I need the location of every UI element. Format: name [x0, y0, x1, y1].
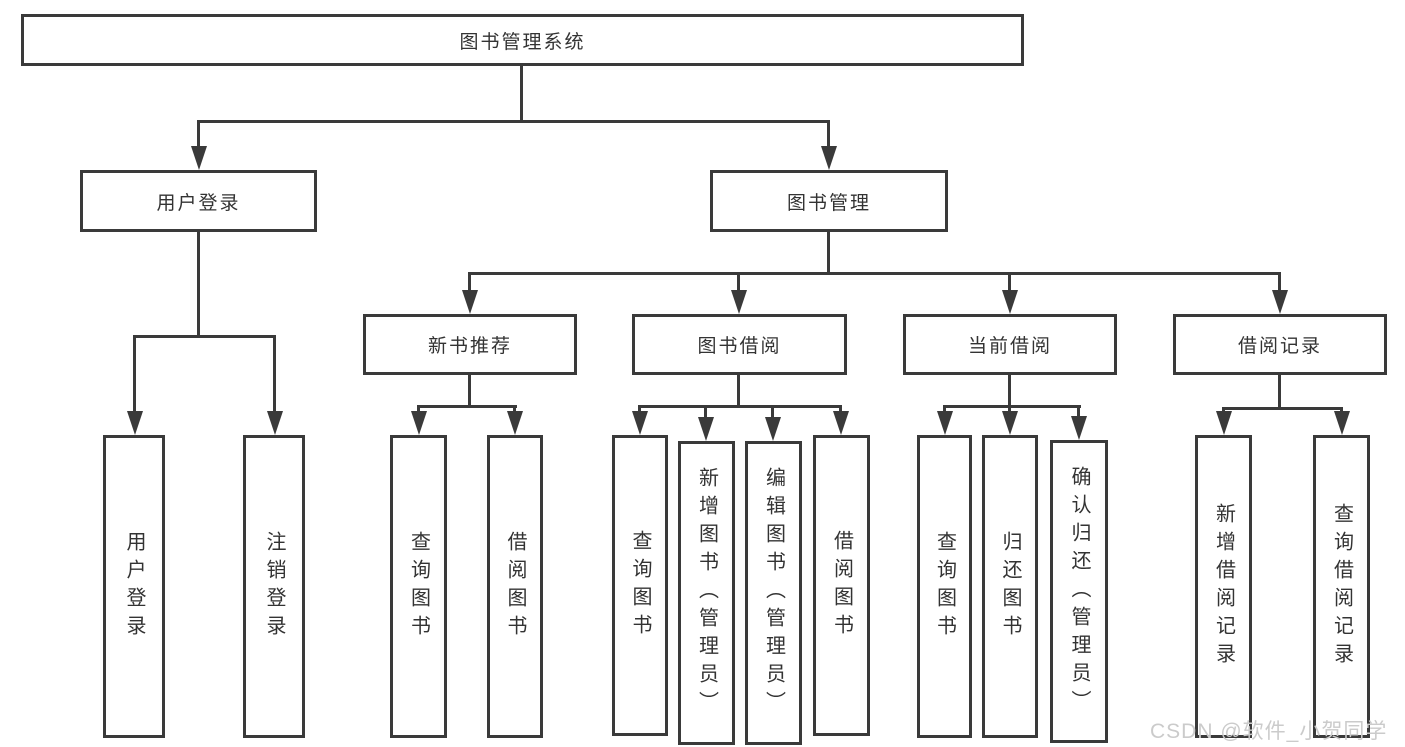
connector-line: [1008, 272, 1011, 292]
node-new-book-recommend: 新书推荐: [363, 314, 577, 375]
connector-line: [273, 335, 276, 413]
connector-line: [1222, 407, 1343, 410]
connector-line: [197, 120, 200, 148]
arrow-down-icon: [1002, 411, 1018, 435]
node-current-borrow: 当前借阅: [903, 314, 1117, 375]
arrow-down-icon: [267, 411, 283, 435]
leaf-records-add-record: 新增借阅记录: [1195, 435, 1252, 738]
connector-line: [827, 232, 830, 274]
connector-line: [513, 405, 516, 413]
node-root-library-system: 图书管理系统: [21, 14, 1024, 66]
connector-line: [704, 405, 707, 417]
connector-line: [1008, 375, 1011, 408]
connector-line: [943, 405, 1081, 408]
connector-line: [1008, 405, 1011, 413]
arrow-down-icon: [731, 290, 747, 314]
leaf-borrow-query-books: 查询图书: [612, 435, 668, 736]
leaf-borrow-add-books-admin: 新增图书（管理员）: [678, 441, 735, 745]
connector-line: [771, 405, 774, 417]
arrow-down-icon: [411, 411, 427, 435]
leaf-records-query-record: 查询借阅记录: [1313, 435, 1370, 738]
leaf-borrow-edit-books-admin: 编辑图书（管理员）: [745, 441, 802, 745]
connector-line: [1278, 272, 1281, 292]
arrow-down-icon: [698, 417, 714, 441]
arrow-down-icon: [632, 411, 648, 435]
connector-line: [417, 405, 420, 413]
leaf-current-query-books: 查询图书: [917, 435, 972, 738]
arrow-down-icon: [507, 411, 523, 435]
connector-line: [1278, 375, 1281, 409]
connector-line: [737, 272, 740, 292]
arrow-down-icon: [1216, 411, 1232, 435]
leaf-current-confirm-return-admin: 确认归还（管理员）: [1050, 440, 1108, 743]
connector-line: [638, 405, 641, 413]
arrow-down-icon: [1272, 290, 1288, 314]
arrow-down-icon: [1071, 416, 1087, 440]
arrow-down-icon: [821, 146, 837, 170]
csdn-watermark: CSDN @软件_小贺同学: [1150, 720, 1388, 743]
leaf-current-return-books: 归还图书: [982, 435, 1038, 738]
connector-line: [468, 375, 471, 408]
leaf-borrow-borrow-books: 借阅图书: [813, 435, 870, 736]
leaf-user-login: 用户登录: [103, 435, 165, 738]
connector-line: [468, 272, 471, 292]
node-user-login: 用户登录: [80, 170, 317, 232]
arrow-down-icon: [765, 417, 781, 441]
connector-line: [827, 120, 830, 148]
connector-line: [1222, 407, 1225, 413]
leaf-newbook-query-books: 查询图书: [390, 435, 447, 738]
connector-line: [417, 405, 517, 408]
connector-line: [943, 405, 946, 413]
arrow-down-icon: [1002, 290, 1018, 314]
connector-line: [133, 335, 136, 413]
connector-line: [197, 232, 200, 338]
node-book-management: 图书管理: [710, 170, 948, 232]
leaf-newbook-borrow-books: 借阅图书: [487, 435, 543, 738]
arrow-down-icon: [191, 146, 207, 170]
arrow-down-icon: [937, 411, 953, 435]
arrow-down-icon: [1334, 411, 1350, 435]
connector-line: [638, 405, 842, 408]
node-book-borrow: 图书借阅: [632, 314, 847, 375]
connector-line: [839, 405, 842, 413]
connector-line: [737, 375, 740, 408]
arrow-down-icon: [127, 411, 143, 435]
connector-line: [468, 272, 1281, 275]
connector-line: [133, 335, 276, 338]
arrow-down-icon: [833, 411, 849, 435]
connector-line: [197, 120, 830, 123]
leaf-logout: 注销登录: [243, 435, 305, 738]
arrow-down-icon: [462, 290, 478, 314]
connector-line: [1077, 405, 1080, 417]
node-borrow-records: 借阅记录: [1173, 314, 1387, 375]
connector-line: [1340, 407, 1343, 413]
connector-line: [520, 64, 523, 122]
